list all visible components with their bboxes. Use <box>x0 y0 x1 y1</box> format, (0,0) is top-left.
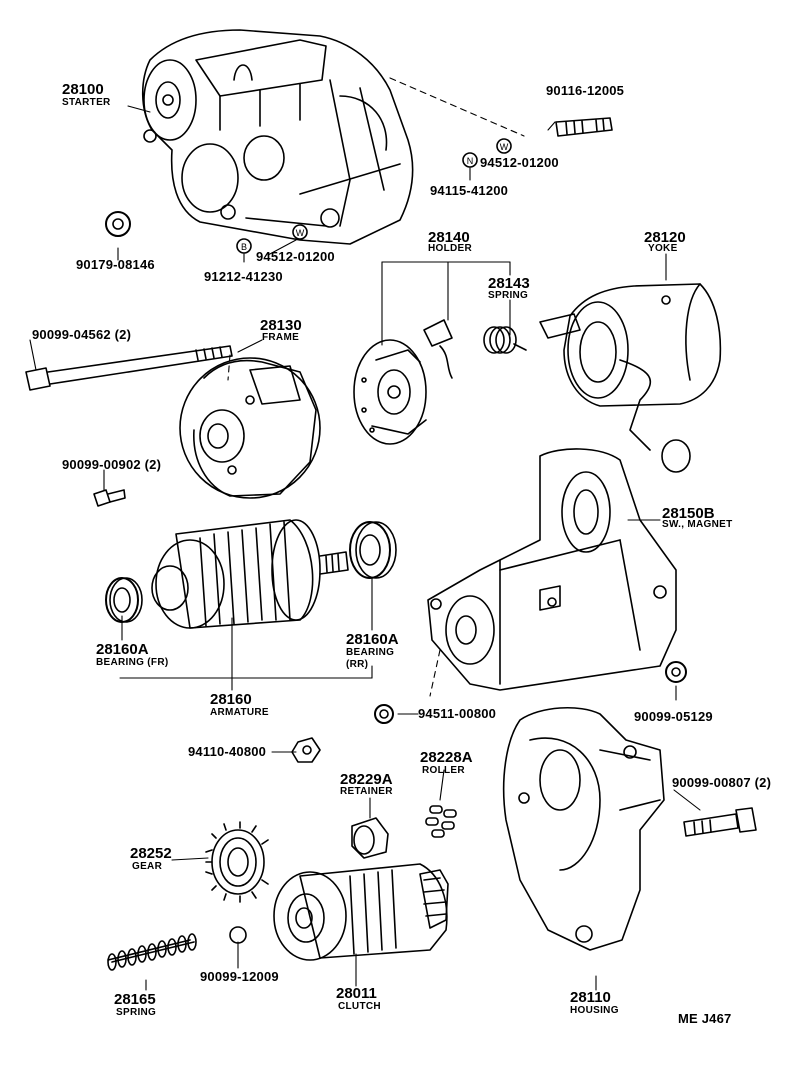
svg-text:W: W <box>296 228 305 238</box>
starter-clutch <box>274 864 448 960</box>
commutator-frame <box>180 358 320 498</box>
nut-a-part-number: 94115-41200 <box>430 183 509 198</box>
magnet-part-number: 28150B <box>662 505 715 522</box>
armature-part-number: 28160 <box>210 691 252 708</box>
yoke <box>540 284 720 472</box>
bearing-rr-part-name-line-2: (RR) <box>346 659 369 670</box>
nut-f <box>291 737 321 763</box>
frame-part-number: 28130 <box>260 317 302 334</box>
bearing-rr-part-number: 28160A <box>346 631 399 648</box>
pinion-gear <box>206 822 268 902</box>
gear-part-name: GEAR <box>132 861 163 872</box>
drawing-reference-code: ME J467 <box>678 1011 732 1026</box>
retainer <box>352 818 388 858</box>
brush-holder <box>354 320 452 444</box>
yoke-part-number: 28120 <box>644 229 686 246</box>
spring-part-name: SPRING <box>116 1007 157 1018</box>
spring-b-part-number: 28143 <box>488 275 530 292</box>
roller-part-number: 28228A <box>420 749 473 766</box>
stud-bolt <box>556 118 612 136</box>
magnet-part-name: SW., MAGNET <box>662 519 733 530</box>
bearing-fr-part-name: BEARING (FR) <box>96 657 169 668</box>
nut-c <box>105 211 131 237</box>
clutch-part-name: CLUTCH <box>338 1001 381 1012</box>
nut-b-part-number: 90179-08146 <box>76 257 155 272</box>
starter-part-number: 28100 <box>62 81 104 98</box>
frame-part-name: FRAME <box>262 332 300 343</box>
nut-n-a: N <box>462 152 478 168</box>
starter-assembly <box>143 30 413 244</box>
ball-part-number: 90099-12009 <box>200 969 279 984</box>
nut-e <box>665 661 687 683</box>
housing-part-number: 28110 <box>570 989 611 1006</box>
bearing-rear <box>350 522 396 578</box>
armature-part-name: ARMATURE <box>210 707 269 718</box>
retainer-part-number: 28229A <box>340 771 393 788</box>
housing-bolt <box>684 808 756 836</box>
svg-text:W: W <box>500 142 509 152</box>
frame-screw <box>94 490 125 506</box>
spring-part-number: 28165 <box>114 991 156 1008</box>
rollers <box>426 806 456 837</box>
gear-part-number: 28252 <box>130 845 172 862</box>
steel-ball <box>229 926 247 944</box>
bearing-rr-part-name: BEARING <box>346 647 395 658</box>
nut-f-part-number: 94110-40800 <box>188 744 267 759</box>
spring-b-part-name: SPRING <box>488 290 529 301</box>
washer-w-a: W <box>496 138 512 154</box>
housing-part-name: HOUSING <box>570 1005 619 1016</box>
magnet-switch <box>428 449 676 690</box>
compression-spring <box>108 934 196 970</box>
yoke-part-name: YOKE <box>648 243 678 254</box>
svg-text:B: B <box>241 242 247 252</box>
retainer-part-name: RETAINER <box>340 786 393 797</box>
holder-part-number: 28140 <box>428 229 470 246</box>
washer-w-b: W <box>292 224 308 240</box>
washer-b-part-number: 94512-01200 <box>256 249 335 264</box>
washer-a-part-number: 94512-01200 <box>480 155 559 170</box>
svg-text:N: N <box>467 156 474 166</box>
dashed-reference-lines <box>227 77 525 697</box>
brush-spring <box>484 327 526 353</box>
thru-bolt-part-number: 90099-04562 (2) <box>32 327 132 342</box>
nut-d-part-number: 94511-00800 <box>418 706 497 721</box>
nut-b: B <box>236 238 252 254</box>
stud-part-number: 90116-12005 <box>546 83 625 98</box>
nut-c-part-number: 91212-41230 <box>204 269 283 284</box>
clutch-part-number: 28011 <box>336 985 377 1002</box>
armature <box>152 520 348 628</box>
starter-part-name: STARTER <box>62 97 111 108</box>
bearing-front <box>106 578 142 622</box>
holder-part-name: HOLDER <box>428 243 473 254</box>
leader-lines <box>29 105 701 991</box>
drive-housing <box>504 708 664 950</box>
bearing-fr-part-number: 28160A <box>96 641 149 658</box>
nut-e-part-number: 90099-05129 <box>634 709 713 724</box>
screw-part-number: 90099-00902 (2) <box>62 457 162 472</box>
bolt-part-number: 90099-00807 (2) <box>672 775 772 790</box>
roller-part-name: ROLLER <box>422 765 465 776</box>
nut-d <box>374 704 394 724</box>
thru-bolt <box>26 346 232 390</box>
